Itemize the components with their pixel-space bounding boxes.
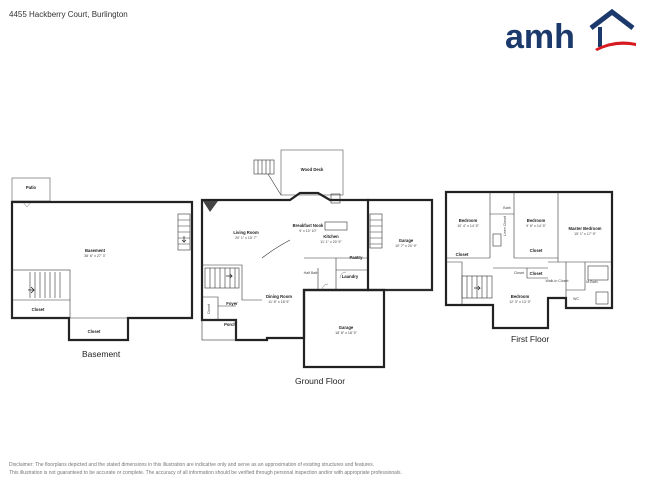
room-label: Patio xyxy=(26,185,37,190)
svg-text:amh: amh xyxy=(505,18,575,54)
room-label: Breakfast Nook xyxy=(293,223,324,228)
first-floor-plan: Bedroom 10' 4" x 14' 5" Bath Bedroom 9' … xyxy=(444,190,614,330)
room-dim: 10' 4" x 14' 5" xyxy=(457,224,479,228)
room-dim: 9' 6" x 14' 5" xyxy=(526,224,546,228)
room-label: Foyer xyxy=(226,301,238,306)
property-address: 4455 Hackberry Court, Burlington xyxy=(9,10,128,19)
room-label: Garage xyxy=(399,238,414,243)
room-label: Bedroom xyxy=(527,218,546,223)
disclaimer-line-2: This illustration is not guaranteed to b… xyxy=(9,470,402,476)
room-label: Bath xyxy=(503,206,510,210)
amh-logo: amh xyxy=(505,8,636,54)
room-dim: 11' 8" x 18' 5" xyxy=(268,300,290,304)
room-dim: 10' 7" x 20' 9" xyxy=(395,244,417,248)
room-label: Bedroom xyxy=(459,218,478,223)
room-label: Basement xyxy=(85,248,106,253)
room-label: Garage xyxy=(339,325,354,330)
room-label: Walk-in Closet xyxy=(545,279,568,283)
room-dim: 12' 3" x 13' 9" xyxy=(509,300,531,304)
room-dim: 38' 6" x 27' 3" xyxy=(84,254,106,258)
ground-floor-label: Ground Floor xyxy=(295,376,346,386)
room-label: Closet xyxy=(530,271,543,276)
room-label: Closet xyxy=(207,304,211,314)
room-label: Kitchen xyxy=(323,234,339,239)
room-label: Wood Deck xyxy=(301,167,324,172)
room-dim: 11' 1" x 20' 9" xyxy=(320,240,342,244)
room-label: WC xyxy=(573,297,579,301)
room-label: Master Bedroom xyxy=(568,226,601,231)
room-dim: 15' 1" x 17' 9" xyxy=(574,232,596,236)
basement-plan: Closet Closet Patio Basement 38' 6" x 27… xyxy=(10,177,194,342)
room-label: Closet xyxy=(88,329,101,334)
room-label: Closet xyxy=(530,248,543,253)
room-label: Porch xyxy=(224,322,236,327)
room-label: Pantry xyxy=(349,255,363,260)
room-label: Linen Closet xyxy=(503,216,507,236)
room-label: Dining Room xyxy=(266,294,292,299)
room-label: Closet xyxy=(32,307,45,312)
first-floor-label: First Floor xyxy=(511,334,550,344)
room-label: M.Bath xyxy=(586,280,597,284)
room-label: Closet xyxy=(514,271,524,275)
room-label: Living Room xyxy=(233,230,259,235)
room-dim: 9' x 10' 10" xyxy=(299,229,317,233)
room-label: Bedroom xyxy=(511,294,530,299)
room-label: Laundry xyxy=(342,274,359,279)
room-dim: 20' 1" x 15' 7" xyxy=(235,236,257,240)
disclaimer-line-1: Disclaimer: The floorplans depicted and … xyxy=(9,462,375,468)
basement-label: Basement xyxy=(82,349,121,359)
ground-floor-plan: Wood Deck Living Room 20' 1 xyxy=(200,149,434,369)
room-dim: 18' 8" x 18' 5" xyxy=(335,331,357,335)
room-label: Closet xyxy=(456,252,469,257)
room-label: Half Bath xyxy=(304,271,319,275)
